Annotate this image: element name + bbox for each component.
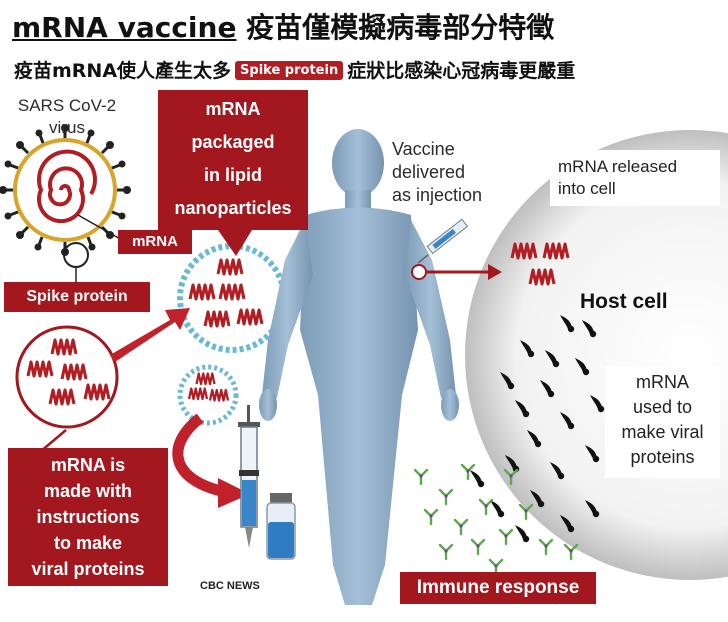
packaged-line4: nanoparticles [174,198,292,218]
used-line4: proteins [630,447,695,467]
mrna-circle [15,325,119,429]
title-chinese: 疫苗僅模擬病毒部分特徵 [246,11,555,44]
vaccine-line2: delivered [392,162,466,182]
injection-syringe [411,218,469,280]
virus-mrna-tag: mRNA [118,230,192,254]
subtitle-badge: Spike protein [235,61,344,80]
made-line2: made with [43,481,132,501]
used-line3: make viral [621,422,704,442]
released-line2: into cell [558,179,616,198]
credit-label: CBC NEWS [200,580,260,592]
packaged-line2: packaged [191,132,275,152]
packaged-line3: in lipid [204,165,262,185]
immune-response-label: Immune response [400,572,596,604]
packaged-box-pointer [218,230,252,256]
vaccine-line1: Vaccine [392,139,455,159]
packaged-box: mRNA packaged in lipid nanoparticles [158,90,308,230]
released-callout: mRNA released into cell [550,150,720,206]
used-line2: used to [632,397,693,417]
host-cell-label: Host cell [580,290,668,313]
nanoparticle-large [177,243,287,353]
made-line1: mRNA is [50,455,126,475]
human-body [259,129,459,605]
vaccine-label: Vaccine delivered as injection [392,138,532,207]
syringe-vial-illustration [238,405,296,560]
vaccine-line3: as injection [392,185,483,205]
arrow-to-syringe [172,413,227,498]
virus-label-line2: virus [49,118,85,137]
made-line4: to make [53,533,123,553]
virus-label-line1: SARS CoV-2 [17,96,117,115]
page-title: mRNA vaccine 疫苗僅模擬病毒部分特徵 [12,6,728,46]
made-box: mRNA is made with instructions to make v… [8,448,168,586]
released-line1: mRNA released [558,157,678,176]
made-line3: instructions [36,507,140,527]
packaged-line1: mRNA [205,99,261,119]
subtitle-part1: 疫苗mRNA使人產生太多 [14,60,232,82]
title-english: mRNA vaccine [12,11,237,44]
nanoparticle-small [177,364,239,426]
subtitle-part2: 症狀比感染心冠病毒更嚴重 [347,60,576,82]
virus-label: SARS CoV-2 virus [12,95,122,139]
made-line5: viral proteins [31,559,145,579]
spike-protein-tag: Spike protein [4,282,150,312]
used-line1: mRNA [636,372,689,392]
used-callout: mRNA used to make viral proteins [605,366,720,478]
arrow-mrna-to-nanoparticle [110,308,190,362]
virus-illustration [0,124,131,282]
